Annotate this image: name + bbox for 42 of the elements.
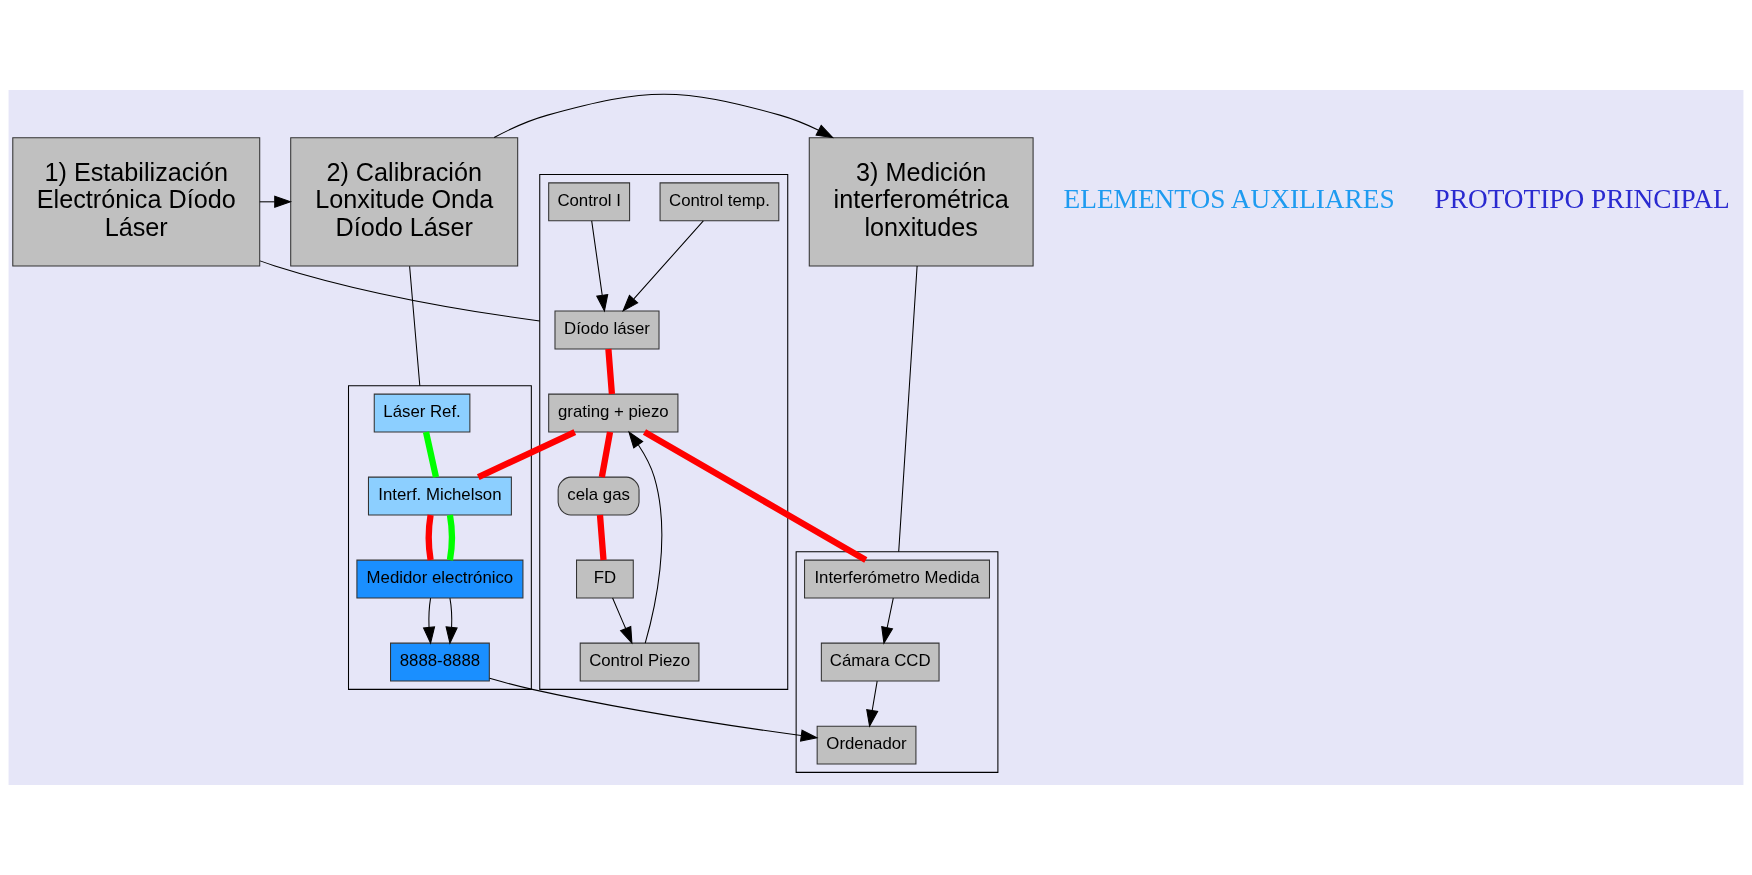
connector — [259, 260, 541, 322]
node-box: Láser Ref. — [373, 393, 471, 433]
arrow — [422, 597, 436, 645]
arrow — [881, 597, 894, 645]
connector — [598, 431, 614, 478]
arrow — [445, 597, 458, 645]
label: ELEMENTOS AUXILIARES — [1063, 184, 1395, 215]
arrow — [628, 430, 663, 644]
label: PROTOTIPO PRINCIPAL — [1434, 184, 1730, 215]
cluster — [348, 385, 532, 690]
arrow — [493, 93, 835, 139]
node-box: grating + piezo — [548, 393, 679, 433]
connector — [476, 429, 577, 480]
arrow — [612, 597, 633, 645]
node-box: Interferómetro Medida — [804, 559, 990, 599]
node-box: 1) Estabilización Electrónica Díodo Láser — [12, 137, 261, 267]
node-box: 3) Medición interferométrica lonxitudes — [808, 137, 1034, 267]
connector — [596, 514, 607, 561]
cluster — [795, 551, 999, 773]
arrow — [489, 677, 819, 742]
node-box: Interf. Michelson — [367, 476, 512, 516]
connector — [446, 514, 455, 561]
node-box: Control temp. — [659, 182, 780, 222]
node-box: Control I — [548, 182, 631, 222]
connector — [605, 348, 616, 395]
node-box: Control Piezo — [579, 642, 700, 682]
node-box: Cámara CCD — [820, 642, 940, 682]
node-box: Díodo láser — [554, 310, 660, 350]
connector — [409, 265, 421, 387]
cluster — [539, 173, 789, 690]
node-box: Medidor electrónico — [356, 559, 524, 599]
node-box: cela gas — [557, 476, 640, 516]
node-box: 2) Calibración Lonxitude Onda Díodo Láser — [290, 137, 519, 267]
node-box: FD — [576, 559, 634, 599]
arrow — [622, 220, 704, 313]
connector — [425, 514, 434, 561]
arrow — [866, 680, 879, 728]
node-box: 8888-8888 — [390, 642, 490, 682]
arrow — [591, 220, 609, 313]
connector — [642, 429, 868, 563]
node-box: Ordenador — [816, 725, 917, 765]
connector — [898, 265, 918, 553]
